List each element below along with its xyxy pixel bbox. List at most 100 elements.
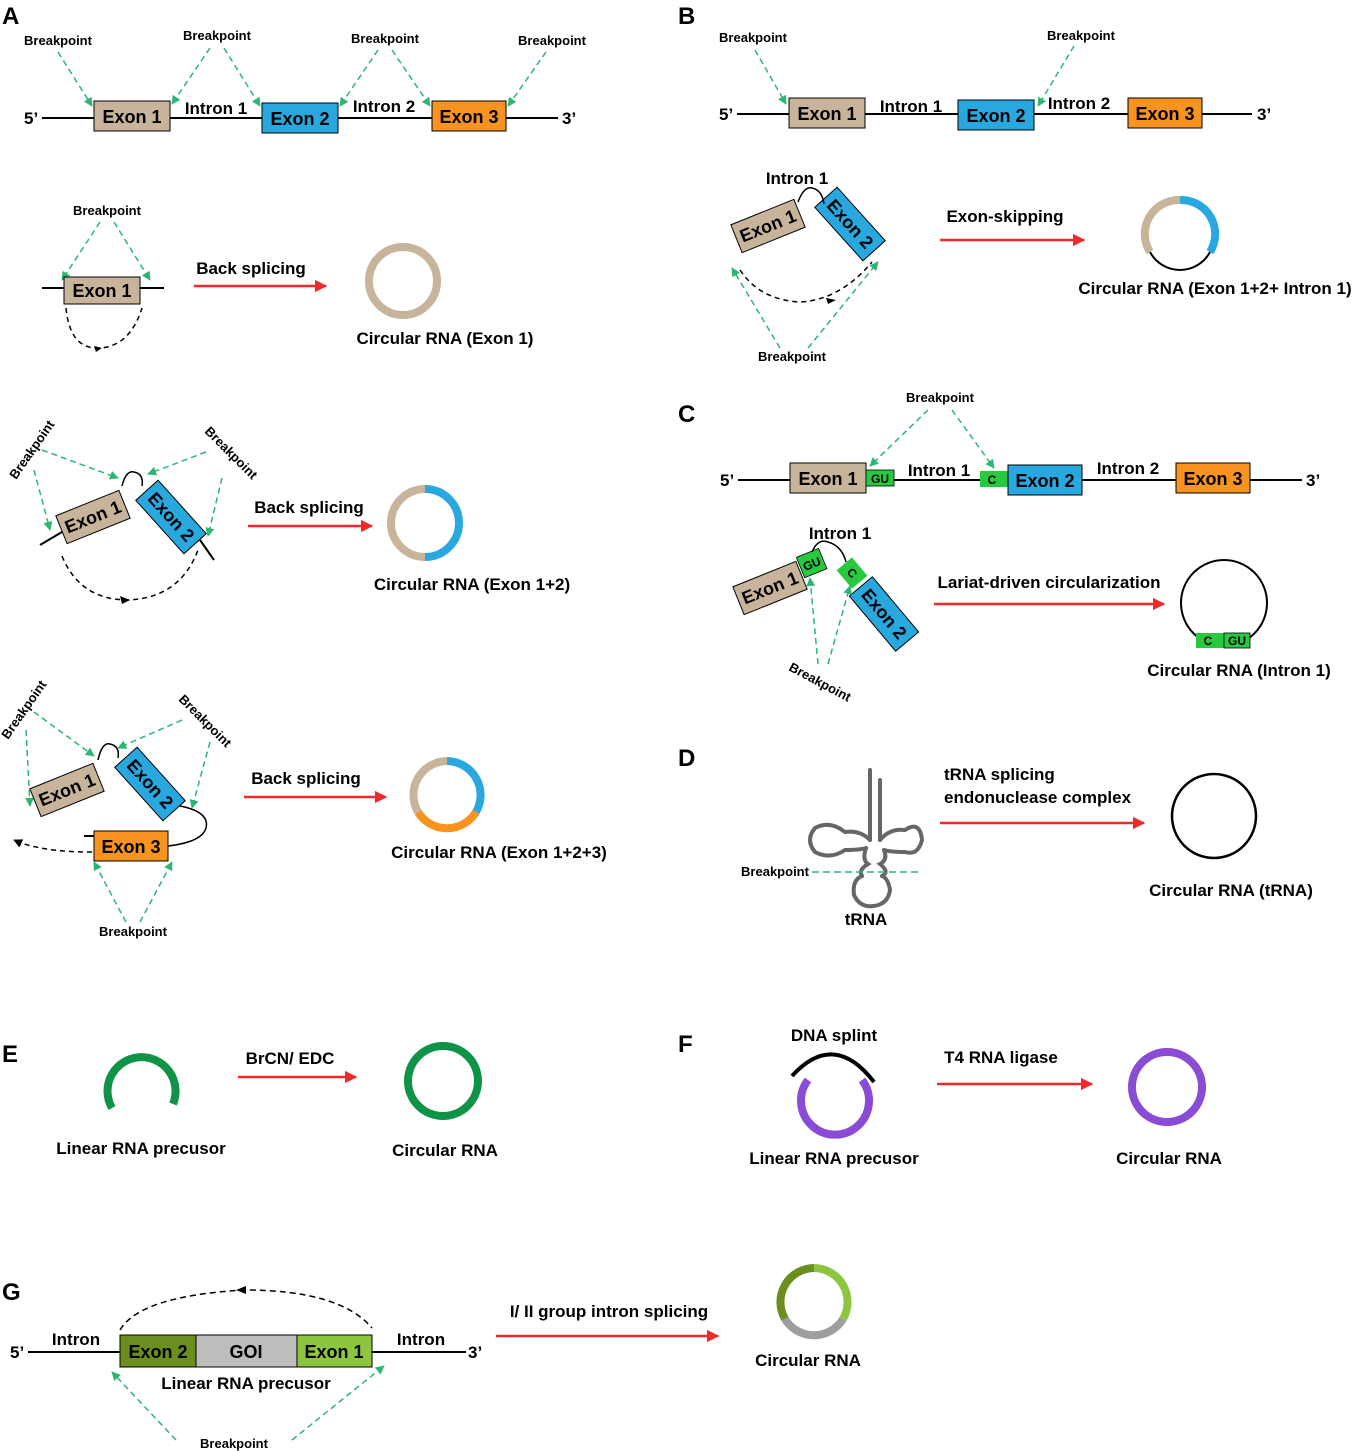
gu-label: GU bbox=[1228, 634, 1246, 648]
five-prime-label: 5’ bbox=[10, 1343, 24, 1362]
c-box bbox=[1196, 633, 1224, 648]
exon-skipping-label: Exon-skipping bbox=[946, 207, 1063, 226]
circ-arc-exon2 bbox=[424, 485, 463, 561]
panel-e: E Linear RNA precusor BrCN/ EDC Circular… bbox=[2, 1041, 498, 1160]
circ-arc-exon2 bbox=[1179, 195, 1220, 255]
panel-a-letter: A bbox=[2, 3, 19, 30]
breakpoint-label: Breakpoint bbox=[906, 390, 975, 405]
breakpoint-label: Breakpoint bbox=[99, 924, 168, 939]
circ-arc-intron1 bbox=[1149, 251, 1211, 271]
linear-rna-label: Linear RNA precusor bbox=[161, 1374, 331, 1393]
intron-label: Intron bbox=[397, 1330, 445, 1349]
circ-rna-label: Circular RNA (Exon 1+2) bbox=[374, 575, 570, 594]
breakpoint-label: Breakpoint bbox=[6, 417, 58, 482]
breakpoint-label: Breakpoint bbox=[202, 424, 261, 483]
exon1-box bbox=[93, 100, 171, 132]
exon2-label: Exon 2 bbox=[966, 106, 1025, 126]
exon2-box bbox=[261, 102, 339, 134]
circ-rna-label: Circular RNA bbox=[392, 1141, 498, 1160]
linear-rna-precursor bbox=[797, 1077, 873, 1139]
brcn-edc-label: BrCN/ EDC bbox=[246, 1049, 335, 1068]
panel-a-exon1-backsplice: Breakpoint Exon 1 Back splicing Circular… bbox=[42, 203, 533, 352]
panel-f: F DNA splint Linear RNA precusor T4 RNA … bbox=[678, 1026, 1222, 1168]
circular-rna-exon1 bbox=[365, 243, 441, 319]
breakpoint-label: Breakpoint bbox=[183, 28, 252, 43]
gu-box bbox=[865, 469, 895, 487]
circ-arc-goi bbox=[781, 1316, 847, 1340]
intron2-label: Intron 2 bbox=[1097, 459, 1159, 478]
exon2-box bbox=[957, 99, 1035, 131]
panel-a-gene: 5’ 3’ Exon 1 Exon 2 Exon 3 Intron 1 Intr… bbox=[24, 28, 587, 134]
circ-arc-exon1 bbox=[813, 1264, 852, 1321]
five-prime-label: 5’ bbox=[719, 105, 733, 124]
three-prime-label: 3’ bbox=[562, 109, 576, 128]
breakpoint-label: Breakpoint bbox=[176, 692, 235, 751]
exon1-label: Exon 1 bbox=[798, 469, 857, 489]
circ-rna-label: Circular RNA bbox=[1116, 1149, 1222, 1168]
exon2-box bbox=[848, 576, 920, 652]
three-prime-label: 3’ bbox=[1257, 105, 1271, 124]
trna-label: tRNA bbox=[845, 910, 888, 929]
c-box bbox=[980, 471, 1008, 487]
intron-label: Intron bbox=[52, 1330, 100, 1349]
exon1-box bbox=[788, 97, 866, 129]
exon3-label: Exon 3 bbox=[101, 837, 160, 857]
circ-rna-label: Circular RNA (Intron 1) bbox=[1147, 661, 1331, 680]
circ-arc-exon1 bbox=[409, 757, 448, 814]
panel-c: C 5’ 3’ Exon 1 GU C Exon 2 Exon 3 Intron… bbox=[678, 390, 1331, 705]
intron-splicing-label: I/ II group intron splicing bbox=[510, 1302, 708, 1321]
trna-splicing-label: tRNA splicing bbox=[944, 765, 1055, 784]
exon3-box bbox=[93, 830, 169, 862]
gu-box bbox=[795, 547, 828, 579]
breakpoint-label: Breakpoint bbox=[719, 30, 788, 45]
breakpoint-label: Breakpoint bbox=[741, 864, 810, 879]
intron1-label: Intron 1 bbox=[185, 99, 247, 118]
panel-d: D Breakpoint tRNA tRNA splicing endonucl… bbox=[678, 745, 1313, 929]
exon1-box bbox=[63, 276, 141, 305]
exon1-box bbox=[55, 489, 131, 545]
intron2-label: Intron 2 bbox=[353, 97, 415, 116]
panel-b-letter: B bbox=[678, 3, 695, 30]
gu-box bbox=[1223, 632, 1251, 649]
c-label: C bbox=[988, 473, 997, 487]
gu-label: GU bbox=[871, 472, 889, 486]
c-label: C bbox=[1204, 634, 1213, 648]
three-prime-label: 3’ bbox=[468, 1343, 482, 1362]
exon1-box bbox=[730, 198, 806, 254]
five-prime-label: 5’ bbox=[24, 109, 38, 128]
linear-rna-label: Linear RNA precusor bbox=[56, 1139, 226, 1158]
panel-g-letter: G bbox=[2, 1279, 21, 1306]
exon3-box bbox=[1175, 462, 1251, 494]
exon3-label: Exon 3 bbox=[1135, 104, 1194, 124]
back-splicing-label: Back splicing bbox=[251, 769, 361, 788]
exon3-label: Exon 3 bbox=[439, 107, 498, 127]
circ-rna-label: Circular RNA (Exon 1+2+3) bbox=[391, 843, 607, 862]
panel-a-exon123-backsplice: Breakpoint Breakpoint Exon 1 Exon 2 Exon… bbox=[0, 677, 607, 939]
circ-arc-exon1 bbox=[387, 485, 426, 561]
panel-d-letter: D bbox=[678, 745, 695, 772]
exon2-box bbox=[114, 746, 186, 822]
exon3-label: Exon 3 bbox=[1183, 469, 1242, 489]
exon1-label: Exon 1 bbox=[72, 281, 131, 301]
trna-structure bbox=[808, 768, 925, 909]
intron1-label: Intron 1 bbox=[880, 97, 942, 116]
breakpoint-label: Breakpoint bbox=[73, 203, 142, 218]
panel-a: A 5’ 3’ Exon 1 Exon 2 Exon 3 Intron 1 In… bbox=[0, 3, 607, 939]
exon1-label: Exon 1 bbox=[304, 1342, 363, 1362]
breakpoint-label: Breakpoint bbox=[0, 677, 50, 742]
circular-rna bbox=[1128, 1048, 1206, 1126]
circ-rna-label: Circular RNA (Exon 1) bbox=[357, 329, 534, 348]
lariat-label: Lariat-driven circularization bbox=[938, 573, 1161, 592]
exon1-box bbox=[296, 1334, 373, 1368]
intron1-label: Intron 1 bbox=[908, 461, 970, 480]
c-box bbox=[836, 557, 868, 589]
exon2-label: Exon 2 bbox=[128, 1342, 187, 1362]
exon3-box bbox=[431, 100, 507, 132]
circ-rna-label: Circular RNA (tRNA) bbox=[1149, 881, 1313, 900]
five-prime-label: 5’ bbox=[720, 471, 734, 490]
exon2-label: Exon 2 bbox=[270, 109, 329, 129]
exon1-box bbox=[789, 462, 867, 494]
exon3-box bbox=[1127, 97, 1203, 129]
endonuclease-label: endonuclease complex bbox=[944, 788, 1132, 807]
